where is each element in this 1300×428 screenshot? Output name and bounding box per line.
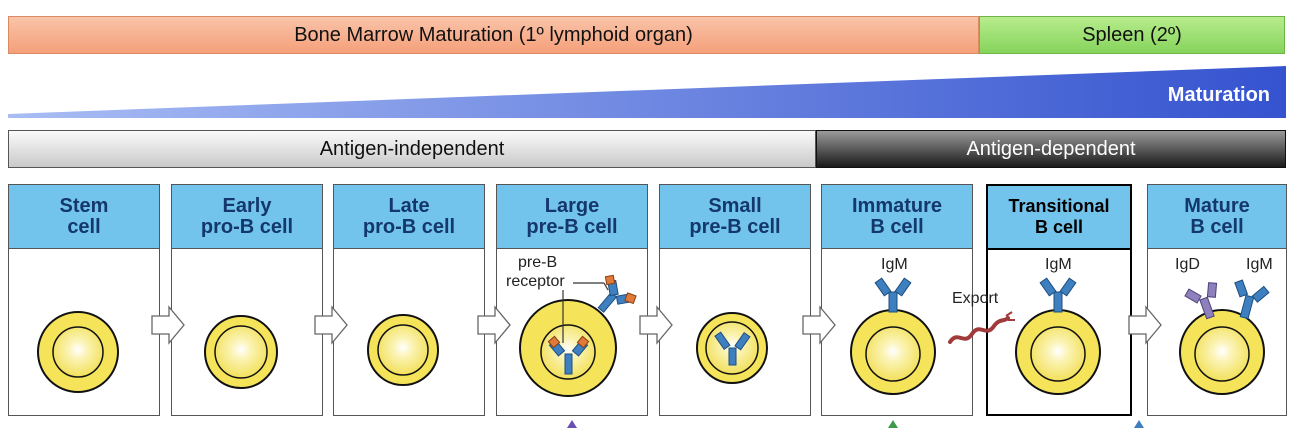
mature-b-cell <box>1179 279 1270 395</box>
stage-header: Small pre-B cell <box>660 185 810 249</box>
intracellular-pre-b-receptor-icon <box>547 335 590 375</box>
stage-panel-late-pro-b: Late pro-B cell <box>333 184 485 416</box>
igm-label-immature: IgM <box>881 256 908 273</box>
stage-panel-small-pre-b: Small pre-B cell <box>659 184 811 416</box>
igd-label-mature: IgD <box>1175 256 1200 273</box>
stage-arrow-icon <box>1128 305 1162 345</box>
early-pro-b-cell <box>204 315 278 389</box>
late-pro-b-cell <box>367 314 439 386</box>
stage-header: Immature B cell <box>822 185 972 249</box>
bone-marrow-label: Bone Marrow Maturation (1º lymphoid orga… <box>294 23 693 46</box>
pre-b-receptor-label-line2: receptor <box>506 273 565 290</box>
transitional-b-cell <box>1015 277 1101 395</box>
stage-header: Transitional B cell <box>988 186 1130 250</box>
pre-b-receptor-label-line1: pre-B <box>518 254 558 271</box>
stage-header: Early pro-B cell <box>172 185 322 249</box>
igm-label-mature: IgM <box>1246 256 1273 273</box>
marker-triangle-icon <box>888 420 898 428</box>
stage-title-line2: B cell <box>870 215 924 238</box>
stage-title-line2: pre-B cell <box>526 215 618 238</box>
stage-title-line1: Immature <box>851 194 943 217</box>
stage-title-line2: pro-B cell <box>362 215 456 238</box>
stage-header: Stem cell <box>9 185 159 249</box>
spleen-label: Spleen (2º) <box>1082 23 1182 46</box>
maturation-wedge <box>8 66 1286 118</box>
export-migration-icon <box>948 311 1015 344</box>
small-pre-b-cell <box>696 312 768 384</box>
spleen-bar: Spleen (2º) <box>979 16 1285 54</box>
surface-pre-b-receptor-icon <box>597 274 637 313</box>
stage-title-line1: Large <box>544 194 600 217</box>
igm-antibody-icon <box>874 277 912 313</box>
stage-title-line1: Early <box>222 194 272 217</box>
antigen-dependent-label: Antigen-dependent <box>966 137 1136 160</box>
igm-antibody-icon <box>1039 277 1077 313</box>
igm-antibody-icon <box>1234 279 1270 320</box>
stem-cell <box>37 311 119 393</box>
maturation-label: Maturation <box>1167 84 1270 106</box>
marker-triangle-icon <box>567 420 577 428</box>
stage-title-line2: B cell <box>1190 215 1244 238</box>
stage-arrow-icon <box>639 305 673 345</box>
stage-header: Late pro-B cell <box>334 185 484 249</box>
stage-title-line1: Late <box>388 194 430 217</box>
stage-title-line1: Mature <box>1184 194 1250 217</box>
antigen-independent-bar: Antigen-independent <box>8 130 816 168</box>
igd-antibody-icon <box>1184 282 1218 320</box>
bone-marrow-bar: Bone Marrow Maturation (1º lymphoid orga… <box>8 16 979 54</box>
stage-title-line2: pre-B cell <box>689 215 781 238</box>
stage-title-line1: Small <box>708 194 762 217</box>
intracellular-receptor-icon <box>714 331 751 366</box>
marker-triangle-icon <box>1134 420 1144 428</box>
stage-title-line2: pro-B cell <box>200 215 294 238</box>
antigen-dependent-bar: Antigen-dependent <box>816 130 1286 168</box>
stage-arrow-icon <box>802 305 836 345</box>
stage-arrow-icon <box>314 305 348 345</box>
igm-label-transitional: IgM <box>1045 256 1072 273</box>
stage-arrow-icon <box>477 305 511 345</box>
stage-header: Large pre-B cell <box>497 185 647 249</box>
stage-arrow-icon <box>151 305 185 345</box>
stage-header: Mature B cell <box>1148 185 1286 249</box>
export-label: Export <box>952 290 999 307</box>
stage-title-line2: cell <box>67 215 101 238</box>
stage-title-line1: Transitional <box>1008 196 1110 216</box>
stage-title-line2: B cell <box>1034 217 1084 237</box>
immature-b-cell <box>850 277 936 395</box>
stage-title-line1: Stem <box>59 194 109 217</box>
large-pre-b-cell <box>519 274 637 397</box>
antigen-independent-label: Antigen-independent <box>319 137 505 160</box>
